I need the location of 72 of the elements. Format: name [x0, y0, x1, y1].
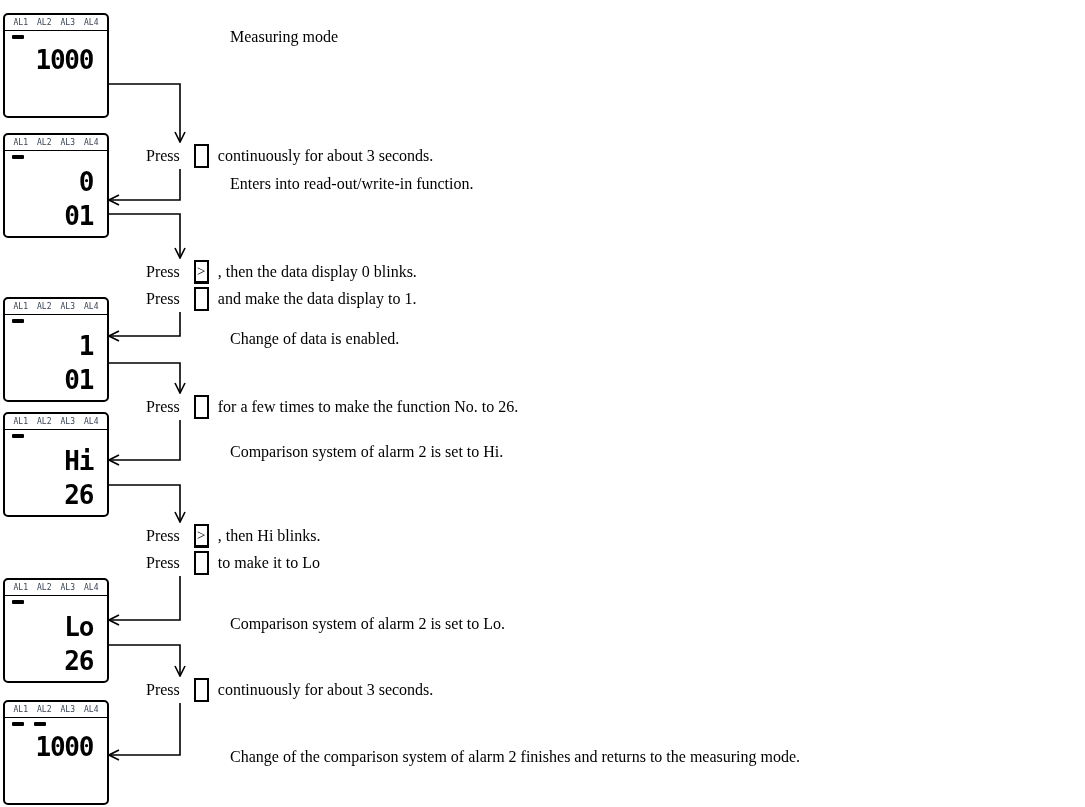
flow-arrow: [108, 311, 181, 342]
instruction-text: for a few times to make the function No. to 26.: [217, 396, 519, 417]
instruction-text: Press: [146, 552, 180, 573]
lcd-display: [3, 578, 109, 683]
flow-arrow: [108, 419, 181, 466]
digit-readout: 0: [78, 167, 93, 197]
lcd-display: [3, 297, 109, 402]
alarm-label: AL4: [84, 302, 99, 311]
alarm-label: AL4: [84, 705, 99, 714]
instruction-text: continuously for about 3 seconds.: [217, 145, 434, 167]
flow-arrow: [108, 575, 181, 626]
step-description: Change of data is enabled.: [230, 329, 400, 349]
alarm-label: AL2: [37, 138, 52, 147]
alarm-label: AL2: [37, 705, 52, 714]
instruction-text: Press: [146, 261, 180, 282]
alarm-label: AL1: [13, 18, 28, 27]
key-button: >: [193, 259, 209, 284]
alarm-label: AL1: [13, 417, 28, 426]
step-description: Comparison system of alarm 2 is set to Lo.: [230, 614, 506, 634]
alarm-label: AL2: [37, 302, 52, 311]
flow-arrow: [108, 83, 186, 143]
digit-readout: 26: [64, 480, 93, 510]
alarm-label: AL2: [37, 417, 52, 426]
flow-arrow: [108, 644, 186, 677]
flow-arrow: [108, 168, 181, 206]
instruction-text: Press: [146, 679, 180, 700]
digit-readout: 1: [78, 331, 93, 361]
alarm-label: AL4: [84, 583, 99, 592]
step-description: Enters into read-out/write-in function.: [230, 174, 474, 194]
instruction-text: Press: [146, 525, 180, 546]
digit-readout: Lo: [64, 612, 93, 642]
instruction-text: , then Hi blinks.: [217, 525, 321, 546]
alarm-label: AL3: [60, 138, 75, 147]
lcd-display: [3, 412, 109, 517]
key-button: >: [193, 523, 209, 548]
alarm-label: AL2: [37, 18, 52, 27]
flow-arrow: [108, 362, 186, 394]
instruction-text: Press: [146, 288, 180, 309]
digit-readout: 01: [64, 365, 93, 395]
step-description: Measuring mode: [230, 27, 338, 47]
alarm-label: AL3: [60, 583, 75, 592]
lcd-display: [3, 13, 109, 118]
instruction-text: continuously for about 3 seconds.: [217, 679, 434, 701]
alarm-label: AL3: [60, 417, 75, 426]
flow-arrow: [108, 213, 186, 259]
instruction-text: and make the data display to 1.: [217, 288, 417, 310]
digit-readout: 26: [64, 646, 93, 676]
lcd-display: [3, 133, 109, 238]
step-description: Change of the comparison system of alarm 2 finishes and returns to the measuring mode.: [230, 747, 801, 767]
alarm-label: AL3: [60, 705, 75, 714]
instruction-text: Press: [146, 396, 180, 417]
alarm-label: AL1: [13, 138, 28, 147]
instruction-text: , then the data display 0 blinks.: [217, 261, 417, 283]
alarm-label: AL3: [60, 302, 75, 311]
flow-arrow: [108, 702, 181, 761]
alarm-label: AL2: [37, 583, 52, 592]
alarm-label: AL4: [84, 18, 99, 27]
digit-readout: 1000: [35, 45, 93, 75]
instruction-text: to make it to Lo: [217, 552, 320, 573]
alarm-label: AL4: [84, 138, 99, 147]
instruction-text: Press: [146, 145, 180, 166]
alarm-label: AL4: [84, 417, 99, 426]
alarm-label: AL1: [13, 583, 28, 592]
lcd-display: [3, 700, 109, 805]
alarm-label: AL1: [13, 302, 28, 311]
digit-readout: 1000: [35, 732, 93, 762]
alarm-label: AL1: [13, 705, 28, 714]
flow-arrow: [108, 484, 186, 523]
digit-readout: Hi: [64, 446, 93, 476]
step-description: Comparison system of alarm 2 is set to Hi.: [230, 442, 504, 462]
digit-readout: 01: [64, 201, 93, 231]
alarm-label: AL3: [60, 18, 75, 27]
